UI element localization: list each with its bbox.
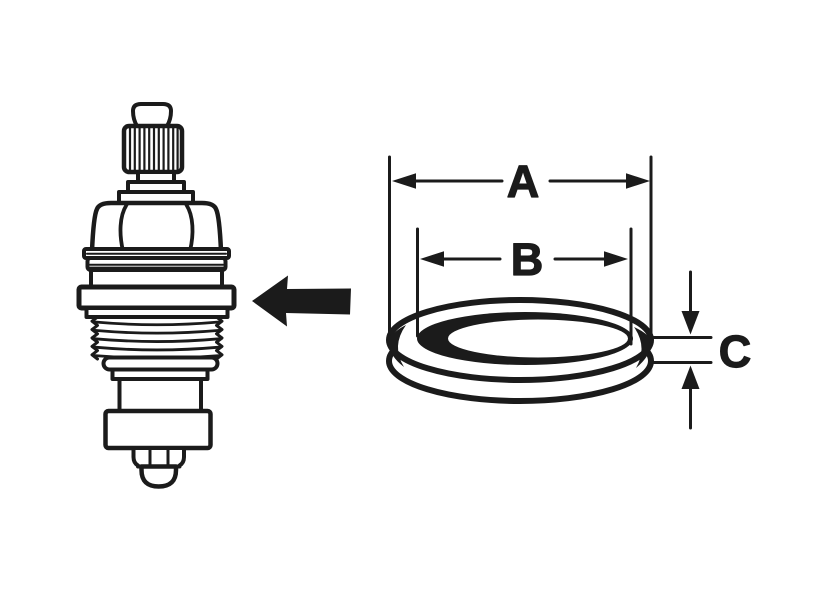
dimension-c: C	[651, 270, 752, 430]
dimension-b: B	[416, 227, 633, 346]
valve-flange-step	[84, 306, 230, 319]
hex-facet-line-left	[118, 203, 129, 253]
valve-illustration	[76, 102, 237, 489]
spline-ridges	[128, 125, 179, 173]
dim-b-arrowhead-right	[604, 251, 628, 267]
fits-onto-arrow-icon	[252, 275, 351, 327]
dim-c-arrowhead-up	[681, 365, 700, 389]
washer-hole	[448, 319, 628, 358]
dim-a-arrowhead-right	[626, 173, 650, 189]
valve-splined-spindle	[121, 123, 185, 175]
valve-threads	[90, 315, 224, 361]
dim-c-label: C	[719, 326, 752, 377]
washer-right-edge-shadow	[634, 327, 652, 368]
dim-a-label: A	[507, 156, 540, 207]
valve-jumper-nut	[131, 446, 186, 469]
valve-hex-bonnet-nut	[89, 200, 224, 255]
valve-dome-tip	[139, 464, 179, 489]
hex-facet-line-right	[184, 203, 195, 253]
valve-gland-rings	[82, 247, 231, 289]
dim-a-arrowhead-left	[392, 173, 416, 189]
washer-left-edge-shadow	[388, 325, 406, 367]
dim-b-arrowhead-left	[420, 251, 444, 267]
valve-washer-retainer-block	[103, 408, 213, 451]
valve-flange	[76, 284, 237, 311]
dim-c-arrowhead-down	[681, 311, 700, 335]
dim-b-label: B	[511, 234, 544, 285]
valve-stem-knob	[131, 102, 173, 128]
valve-lower-cylinder	[117, 377, 203, 414]
washer-illustration	[386, 297, 654, 404]
dimension-a: A	[388, 155, 653, 344]
